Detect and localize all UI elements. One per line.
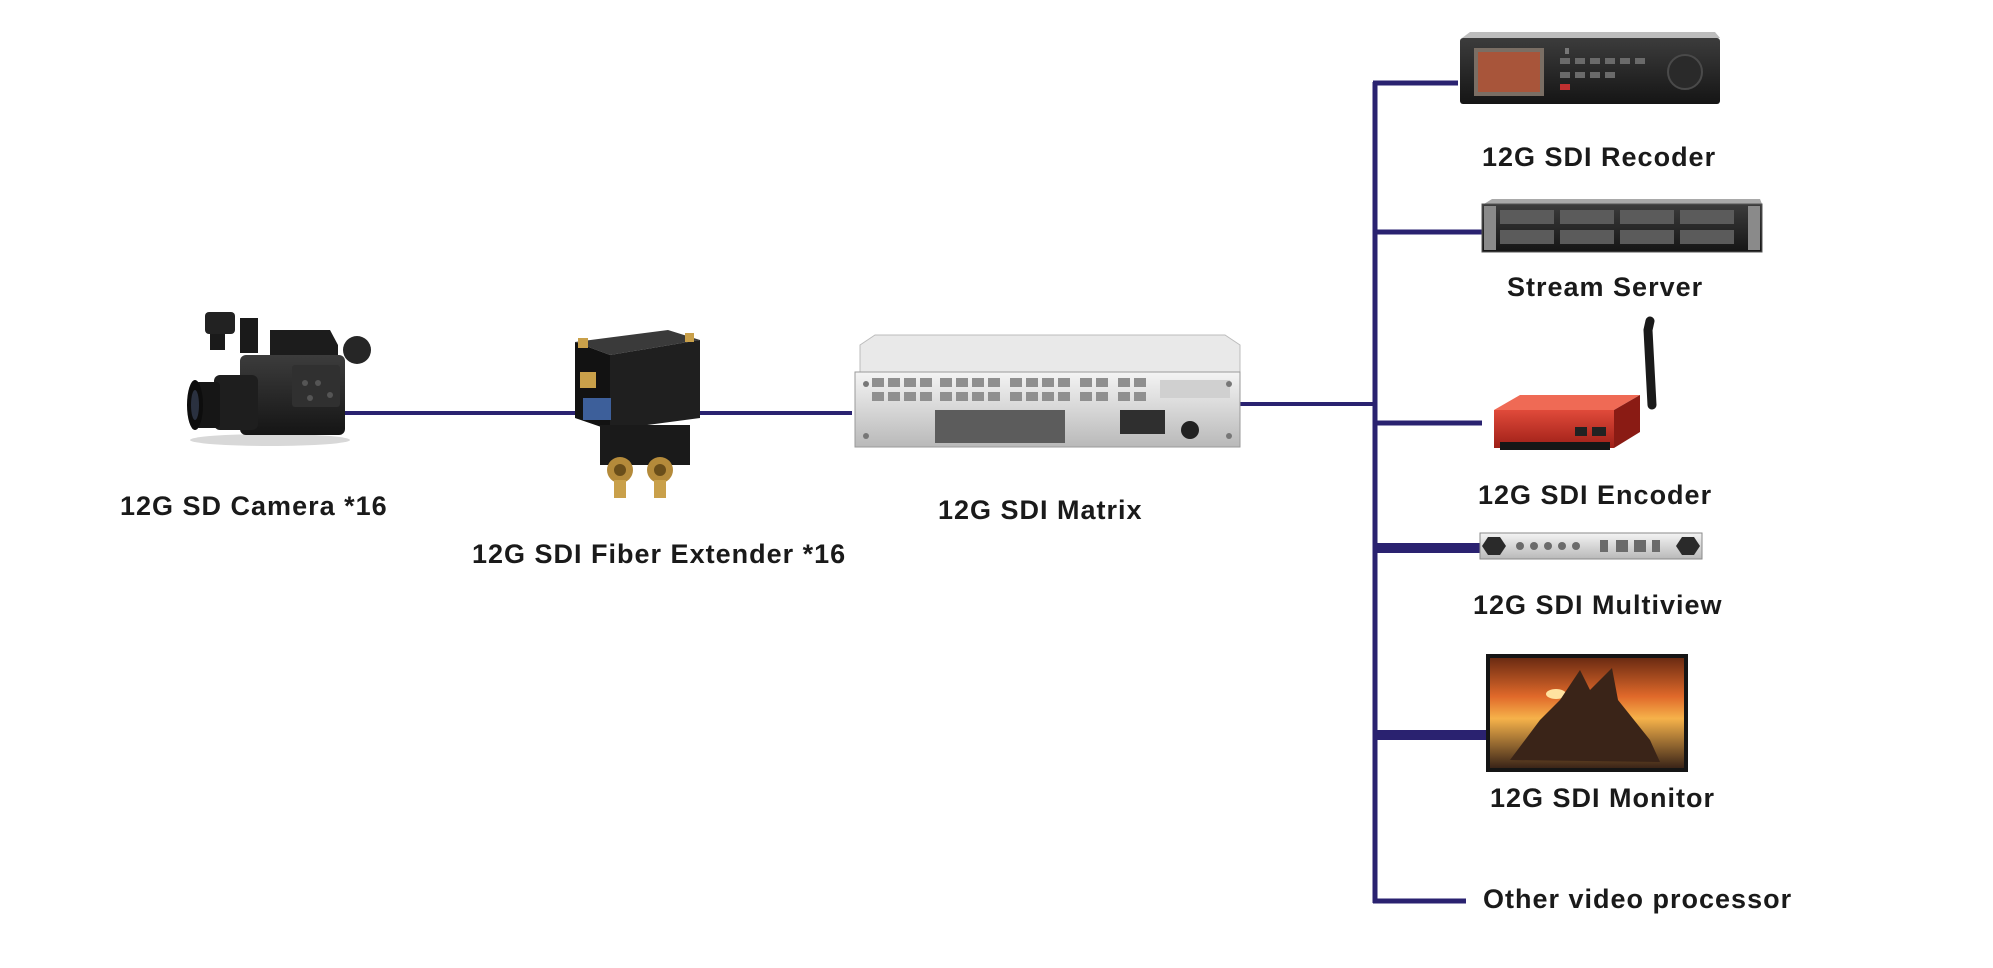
- matrix-label: 12G SDI Matrix: [938, 495, 1143, 525]
- connectors: [340, 80, 1488, 904]
- monitor-label: 12G SDI Monitor: [1490, 783, 1715, 813]
- labels: 12G SD Camera *16 12G SDI Fiber Extender…: [120, 142, 1792, 914]
- fiber-extender-icon: [575, 330, 700, 498]
- extender-label: 12G SDI Fiber Extender *16: [472, 539, 846, 569]
- rack-matrix-icon: [854, 334, 1241, 448]
- other-label: Other video processor: [1483, 884, 1792, 914]
- multiview-icon: [1479, 532, 1703, 560]
- recorder-icon: [1460, 32, 1720, 104]
- encoder-label: 12G SDI Encoder: [1478, 480, 1712, 510]
- monitor-icon: [1486, 654, 1688, 772]
- camera-label: 12G SD Camera *16: [120, 491, 388, 521]
- recorder-label: 12G SDI Recoder: [1482, 142, 1716, 172]
- camcorder-icon: [187, 312, 371, 446]
- encoder-icon: [1494, 316, 1657, 450]
- server-label: Stream Server: [1507, 272, 1703, 302]
- rack-server-icon: [1481, 199, 1763, 253]
- multiview-label: 12G SDI Multiview: [1473, 590, 1723, 620]
